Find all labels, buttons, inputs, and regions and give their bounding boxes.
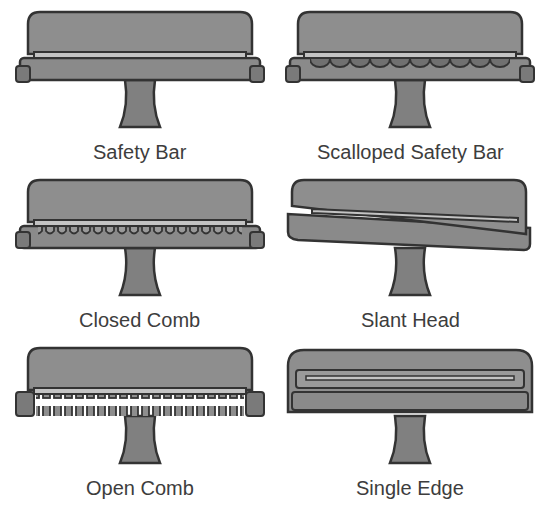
safety-bar-head (16, 12, 264, 127)
razor-type-label: Scalloped Safety Bar (317, 140, 504, 164)
closed-comb-head (16, 180, 264, 295)
razor-type-label: Safety Bar (93, 140, 186, 164)
scalloped-safety-bar-head (286, 12, 534, 127)
razor-type-label: Single Edge (356, 476, 464, 500)
razor-type-label: Slant Head (361, 308, 460, 332)
slant-head (288, 180, 530, 295)
single-edge-head (288, 350, 532, 463)
razor-type-label: Open Comb (86, 476, 194, 500)
razor-type-label: Closed Comb (79, 308, 200, 332)
open-comb-head (16, 348, 264, 463)
